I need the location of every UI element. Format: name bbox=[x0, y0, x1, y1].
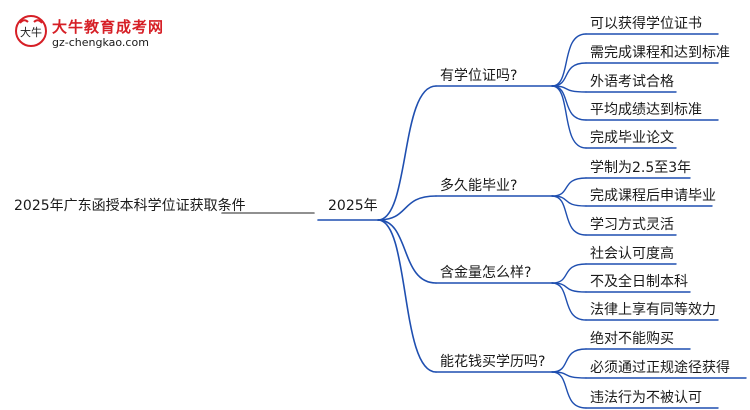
branch-link-2 bbox=[377, 219, 437, 284]
branch-link-1 bbox=[377, 195, 437, 221]
leaf-link-1-0 bbox=[551, 177, 587, 197]
leaf-link-2-0 bbox=[551, 263, 587, 284]
center-topic: 2025年 bbox=[328, 198, 378, 214]
leaf-label: 平均成绩达到标准 bbox=[590, 102, 702, 118]
leaf-label: 可以获得学位证书 bbox=[590, 16, 702, 32]
leaf-label: 绝对不能购买 bbox=[590, 331, 674, 347]
site-logo[interactable]: 大牛 大牛教育成考网 gz-chengkao.com bbox=[14, 14, 174, 54]
branch-label: 含金量怎么样? bbox=[440, 265, 532, 281]
leaf-link-1-2 bbox=[551, 195, 587, 236]
leaf-label: 学制为2.5至3年 bbox=[590, 160, 692, 176]
leaf-link-0-1 bbox=[551, 62, 587, 87]
root-topic: 2025年广东函授本科学位证获取条件 bbox=[14, 198, 246, 214]
leaf-label: 需完成课程和达到标准 bbox=[590, 45, 730, 61]
leaf-label: 完成课程后申请毕业 bbox=[590, 188, 716, 204]
leaf-label: 外语考试合格 bbox=[590, 74, 674, 90]
branch-link-0 bbox=[377, 85, 437, 221]
bull-logo-icon: 大牛 bbox=[15, 15, 47, 47]
logo-url: gz-chengkao.com bbox=[52, 36, 149, 49]
branch-label: 能花钱买学历吗? bbox=[440, 354, 546, 370]
leaf-label: 法律上享有同等效力 bbox=[590, 302, 716, 318]
leaf-label: 必须通过正规途径获得 bbox=[590, 360, 730, 376]
leaf-link-0-0 bbox=[551, 33, 587, 87]
logo-mark-text: 大牛 bbox=[20, 25, 42, 39]
logo-title: 大牛教育成考网 bbox=[52, 18, 165, 36]
leaf-link-0-4 bbox=[551, 85, 587, 149]
branch-label: 有学位证吗? bbox=[440, 68, 518, 84]
leaf-link-0-3 bbox=[551, 85, 587, 121]
leaf-label: 社会认可度高 bbox=[590, 246, 674, 262]
leaf-label: 完成毕业论文 bbox=[590, 130, 674, 146]
leaf-link-3-0 bbox=[551, 348, 587, 373]
branch-link-3 bbox=[377, 219, 437, 373]
leaf-label: 不及全日制本科 bbox=[590, 274, 688, 290]
leaf-label: 学习方式灵活 bbox=[590, 217, 674, 233]
branch-label: 多久能毕业? bbox=[440, 178, 518, 194]
leaf-link-2-2 bbox=[551, 282, 587, 321]
leaf-link-3-2 bbox=[551, 371, 587, 409]
leaf-label: 违法行为不被认可 bbox=[590, 390, 702, 406]
